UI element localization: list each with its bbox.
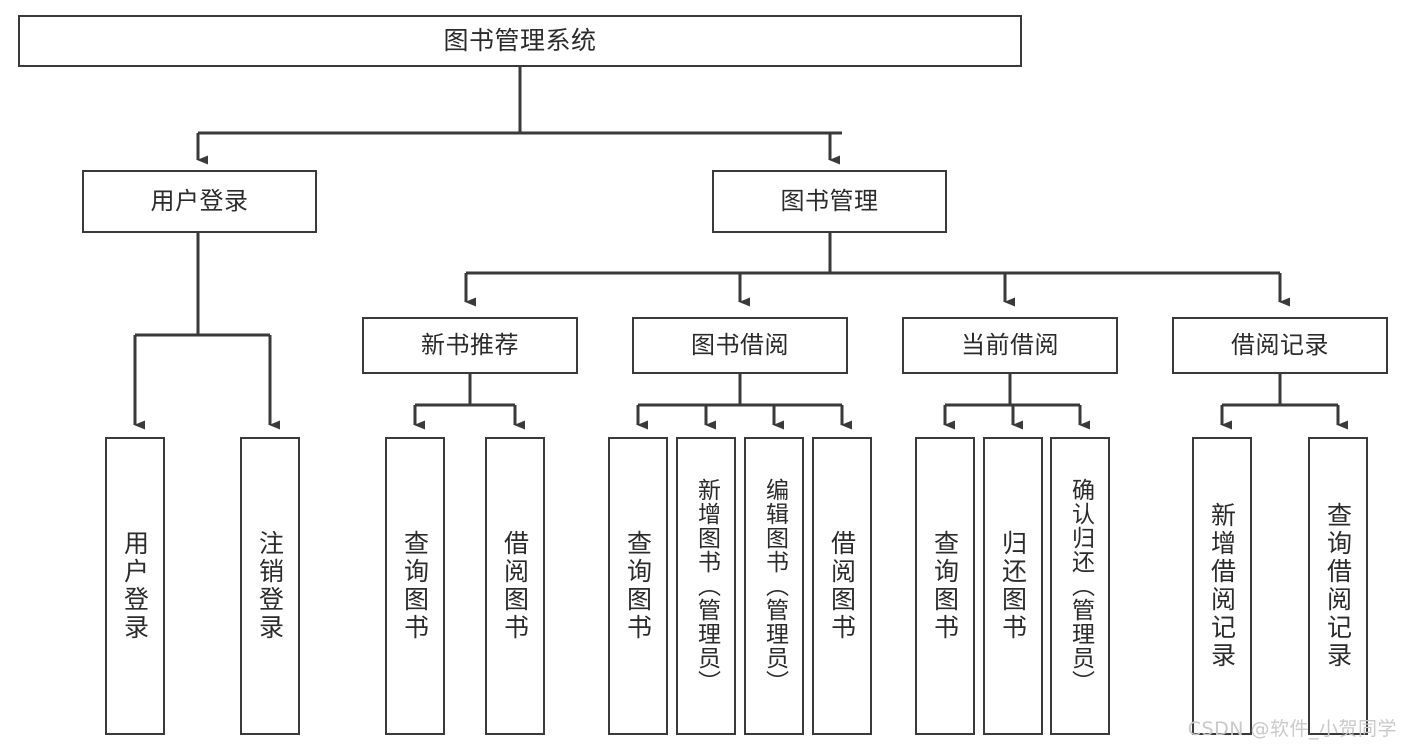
- node-label: 编辑图书（管理员）: [761, 478, 788, 694]
- node-label: 借阅图书: [827, 530, 857, 642]
- node-label: 借阅图书: [500, 530, 530, 642]
- node-label: 用户登录: [150, 187, 249, 216]
- leaf-user-login[interactable]: 用户登录: [105, 437, 165, 735]
- node-label: 图书借阅: [691, 331, 789, 360]
- node-label: 新增图书（管理员）: [693, 478, 720, 694]
- leaf-cb-confirm-return-admin[interactable]: 确认归还（管理员）: [1050, 437, 1110, 735]
- node-label: 查询借阅记录: [1323, 502, 1353, 670]
- leaf-bb-edit-book-admin[interactable]: 编辑图书（管理员）: [744, 437, 804, 735]
- node-book-management[interactable]: 图书管理: [712, 170, 947, 233]
- node-new-book-recommend[interactable]: 新书推荐: [362, 317, 578, 374]
- node-label: 查询图书: [400, 530, 430, 642]
- leaf-nb-query-book[interactable]: 查询图书: [385, 437, 445, 735]
- node-user-login[interactable]: 用户登录: [82, 170, 317, 233]
- node-label: 用户登录: [120, 530, 150, 642]
- node-label: 注销登录: [255, 530, 285, 642]
- leaf-logout[interactable]: 注销登录: [240, 437, 300, 735]
- node-label: 图书管理系统: [443, 26, 597, 56]
- leaf-bb-borrow-book[interactable]: 借阅图书: [812, 437, 872, 735]
- leaf-nb-borrow-book[interactable]: 借阅图书: [485, 437, 545, 735]
- node-label: 查询图书: [623, 530, 653, 642]
- node-label: 归还图书: [998, 530, 1028, 642]
- node-label: 新增借阅记录: [1207, 502, 1237, 670]
- node-borrow-record[interactable]: 借阅记录: [1172, 317, 1388, 374]
- leaf-br-query-record[interactable]: 查询借阅记录: [1308, 437, 1368, 735]
- node-label: 图书管理: [780, 187, 879, 216]
- leaf-cb-query-book[interactable]: 查询图书: [915, 437, 975, 735]
- leaf-bb-query-book[interactable]: 查询图书: [608, 437, 668, 735]
- node-label: 借阅记录: [1231, 331, 1329, 360]
- leaf-bb-add-book-admin[interactable]: 新增图书（管理员）: [676, 437, 736, 735]
- node-current-borrow[interactable]: 当前借阅: [902, 317, 1118, 374]
- node-label: 新书推荐: [421, 331, 519, 360]
- node-label: 确认归还（管理员）: [1067, 478, 1094, 694]
- node-root-book-management-system[interactable]: 图书管理系统: [18, 15, 1022, 67]
- csdn-watermark: CSDN @软件_小贺同学: [1187, 718, 1397, 740]
- node-label: 当前借阅: [961, 331, 1059, 360]
- node-book-borrow[interactable]: 图书借阅: [632, 317, 848, 374]
- node-label: 查询图书: [930, 530, 960, 642]
- leaf-br-add-record[interactable]: 新增借阅记录: [1192, 437, 1252, 735]
- leaf-cb-return-book[interactable]: 归还图书: [983, 437, 1043, 735]
